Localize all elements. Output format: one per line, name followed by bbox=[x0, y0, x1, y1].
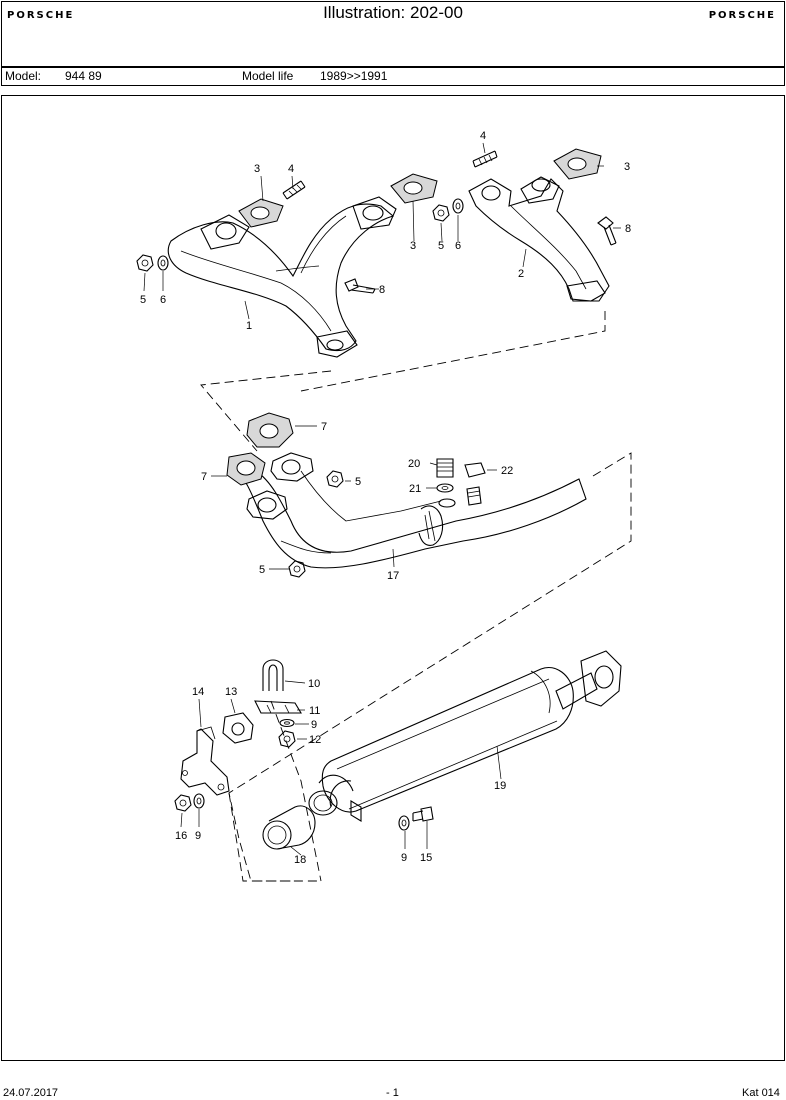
part-7-flange-c bbox=[270, 452, 314, 482]
callout-19: 19 bbox=[494, 780, 506, 792]
callout-10: 10 bbox=[308, 678, 320, 690]
part-15-bolt bbox=[412, 806, 434, 822]
illustration-title: Illustration: 202-00 bbox=[323, 3, 463, 22]
part-17-front-pipe bbox=[245, 470, 587, 569]
callout-20: 20 bbox=[408, 458, 420, 470]
part-7-flange-a bbox=[246, 412, 294, 448]
brand-logo-left: PORSCHE bbox=[7, 10, 75, 21]
part-22-cap bbox=[464, 462, 486, 478]
part-4-stud-b bbox=[472, 150, 498, 168]
part-bung-fitting bbox=[438, 486, 482, 508]
part-9-washer-b bbox=[193, 793, 205, 809]
part-12-nut bbox=[278, 730, 296, 748]
part-9-washer-a bbox=[279, 718, 295, 728]
connector-dashed-hanger bbox=[270, 700, 322, 882]
callout-8b: 8 bbox=[625, 223, 631, 235]
callout-6b: 6 bbox=[455, 240, 461, 252]
callout-6a: 6 bbox=[160, 294, 166, 306]
part-1-left-manifold bbox=[167, 196, 397, 358]
header-box: PORSCHE Illustration: 202-00 PORSCHE bbox=[1, 1, 785, 67]
callout-4b: 4 bbox=[480, 130, 486, 142]
callout-4a: 4 bbox=[288, 163, 294, 175]
callout-22: 22 bbox=[501, 465, 513, 477]
callout-3c: 3 bbox=[624, 161, 630, 173]
part-6-washer-a bbox=[157, 255, 169, 271]
callout-3a: 3 bbox=[254, 163, 260, 175]
part-5-nut-c bbox=[326, 470, 344, 488]
part-5-nut-d bbox=[288, 560, 306, 578]
callout-8a: 8 bbox=[379, 284, 385, 296]
part-6-washer-b bbox=[452, 198, 464, 214]
part-20-plug bbox=[436, 458, 454, 478]
part-2-right-manifold bbox=[468, 176, 610, 302]
callout-11: 11 bbox=[309, 705, 320, 717]
callout-3b: 3 bbox=[410, 240, 416, 252]
callout-9c: 9 bbox=[401, 852, 407, 864]
model-value: 944 89 bbox=[65, 69, 102, 83]
part-14-hanger bbox=[180, 726, 230, 796]
model-life-label: Model life bbox=[242, 69, 294, 83]
model-life-value: 1989>>1991 bbox=[320, 69, 388, 83]
part-3-gasket-c bbox=[553, 148, 602, 180]
callout-1: 1 bbox=[246, 320, 252, 332]
part-21-seal-ring bbox=[436, 483, 454, 493]
callout-12: 12 bbox=[309, 734, 321, 746]
part-7-flange-d bbox=[246, 490, 288, 520]
part-9-washer-c bbox=[398, 815, 410, 831]
model-label: Model: bbox=[5, 69, 42, 83]
callout-16: 16 bbox=[175, 830, 187, 842]
part-16-nut bbox=[174, 794, 192, 812]
callout-15: 15 bbox=[420, 852, 432, 864]
part-10-u-bolt bbox=[262, 659, 284, 691]
part-3-gasket-b bbox=[390, 173, 438, 204]
callout-18: 18 bbox=[294, 854, 306, 866]
diagram-frame: 1 2 3 3 3 4 4 5 5 5 5 6 6 7 7 8 8 9 9 9 … bbox=[1, 95, 785, 1061]
leader-lines bbox=[143, 142, 621, 856]
connector-dashed-left bbox=[228, 792, 321, 882]
callout-5c: 5 bbox=[355, 476, 361, 488]
exhaust-diagram: 1 2 3 3 3 4 4 5 5 5 5 6 6 7 7 8 8 9 9 9 … bbox=[136, 130, 632, 882]
part-19-muffler bbox=[308, 650, 622, 822]
part-5-nut-b bbox=[432, 204, 450, 222]
part-11-clamp bbox=[254, 700, 302, 714]
callout-21: 21 bbox=[409, 483, 421, 495]
brand-logo-right: PORSCHE bbox=[708, 10, 776, 21]
callout-5d: 5 bbox=[259, 564, 265, 576]
footer-date: 24.07.2017 bbox=[3, 1087, 59, 1099]
part-8-bolt-a bbox=[344, 278, 376, 294]
connector-dashed-upper bbox=[200, 311, 606, 452]
callout-2: 2 bbox=[518, 268, 524, 280]
part-3-gasket-a bbox=[238, 198, 284, 228]
callout-labels: 1 2 3 3 3 4 4 5 5 5 5 6 6 7 7 8 8 9 9 9 … bbox=[140, 130, 631, 866]
part-4-stud-a bbox=[282, 180, 306, 200]
callout-9a: 9 bbox=[311, 719, 317, 731]
part-5-nut-a bbox=[136, 254, 154, 272]
header-divider bbox=[1, 66, 785, 68]
part-13-mount bbox=[222, 712, 254, 744]
callout-13: 13 bbox=[225, 686, 237, 698]
callout-17: 17 bbox=[387, 570, 399, 582]
footer-catalog: Kat 014 bbox=[742, 1087, 780, 1099]
callout-5b: 5 bbox=[438, 240, 444, 252]
model-info-row: Model: 944 89 Model life 1989>>1991 bbox=[1, 68, 785, 86]
callout-9b: 9 bbox=[195, 830, 201, 842]
part-18-sleeve bbox=[262, 805, 316, 850]
part-8-bolt-b bbox=[597, 216, 617, 246]
callout-7b: 7 bbox=[201, 471, 207, 483]
footer-page: - 1 bbox=[386, 1087, 399, 1099]
part-7-flange-b bbox=[226, 452, 266, 486]
callout-7a: 7 bbox=[321, 421, 327, 433]
callout-5a: 5 bbox=[140, 294, 146, 306]
callout-14: 14 bbox=[192, 686, 204, 698]
